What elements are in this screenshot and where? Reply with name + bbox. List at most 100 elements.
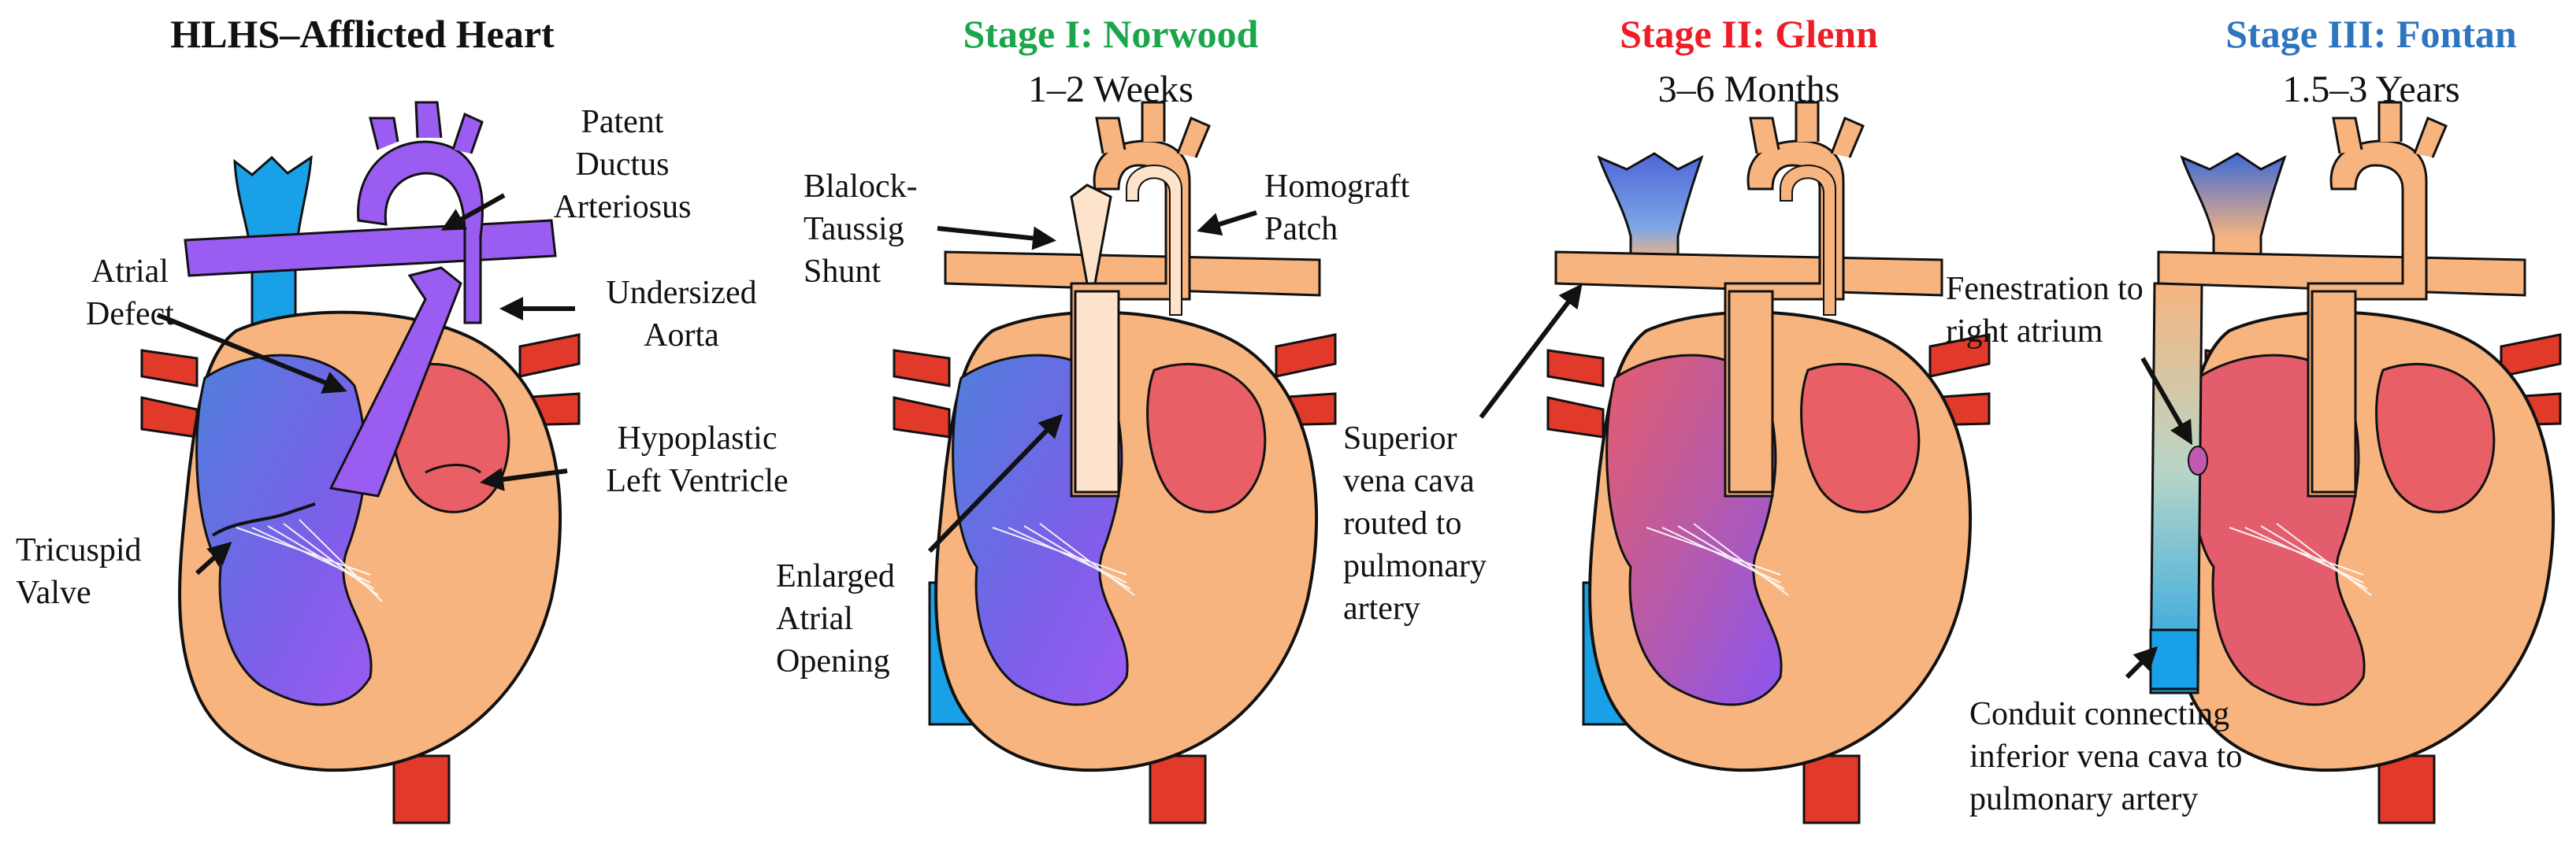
arrow-hypoplastic-lv xyxy=(480,467,568,491)
arrow-bt-shunt xyxy=(937,226,1056,250)
atrial-conduit xyxy=(2311,290,2357,494)
panel-2-arrows xyxy=(927,210,1257,554)
label-line: Hypoplastic xyxy=(617,420,778,457)
label-line: right atrium xyxy=(1946,313,2103,350)
tricuspid-valve-chords xyxy=(236,519,383,602)
label-line: Ductus xyxy=(575,146,670,183)
left-heart-chamber xyxy=(1146,362,1267,513)
label-line: Atrial xyxy=(91,254,169,290)
pulmonary-vein-left xyxy=(1546,349,1605,387)
panel-norwood-heart xyxy=(893,101,1337,824)
left-heart-chamber xyxy=(2375,362,2496,513)
label-homograft-patch: Homograft Patch xyxy=(1264,165,1438,250)
arrow-svc xyxy=(1479,283,1583,419)
arrow-tricuspid xyxy=(195,541,232,576)
inferior-vena-cava xyxy=(2149,628,2199,691)
descending-aorta-bottom xyxy=(392,754,451,824)
pulmonary-vein-right xyxy=(2500,333,2562,378)
pulmonary-vein-left xyxy=(893,349,951,387)
label-fenestration: Fenestration to right atrium xyxy=(1946,268,2206,353)
arch-branches xyxy=(369,101,484,154)
panel-hlhs-heart xyxy=(140,101,581,824)
label-fontan-conduit: Conduit connecting inferior vena cava to… xyxy=(1969,693,2332,820)
label-line: Atrial xyxy=(776,601,853,637)
label-line: Superior xyxy=(1343,420,1457,457)
panel-2-subtitle: 1–2 Weeks xyxy=(1028,69,1193,110)
label-tricuspid-valve: Tricuspid Valve xyxy=(16,529,189,614)
label-line: Shunt xyxy=(804,254,882,290)
label-line: Defect xyxy=(86,296,174,332)
label-superior-vena-cava: Superior vena cava routed to pulmonary a… xyxy=(1343,417,1524,630)
fenestration xyxy=(2188,446,2208,476)
panel-fontan-heart xyxy=(2149,101,2562,824)
superior-vena-cava xyxy=(1597,152,1704,261)
enlarged-atrial-conduit xyxy=(1074,290,1120,494)
label-line: Homograft xyxy=(1264,168,1410,205)
pulmonary-vein-left xyxy=(140,349,199,387)
panel-4-subtitle: 1.5–3 Years xyxy=(2282,69,2460,110)
arch-branches xyxy=(1749,101,1865,158)
label-line: Left Ventricle xyxy=(606,463,789,499)
ductus-arch xyxy=(357,140,484,324)
label-line: Enlarged xyxy=(776,558,895,594)
atrial-conduit xyxy=(1728,290,1774,494)
arrow-fenestration xyxy=(2140,357,2192,446)
panel-4-arrows xyxy=(2125,357,2192,680)
descending-aorta-bottom xyxy=(1149,754,1207,824)
homograft-patch xyxy=(1780,165,1836,316)
panel-4-title: Stage III: Fontan xyxy=(2225,12,2517,56)
label-line: Patent xyxy=(581,104,664,140)
left-heart-chamber xyxy=(1800,362,1921,513)
arrow-homograft xyxy=(1197,210,1257,236)
label-line: artery xyxy=(1343,591,1420,627)
tricuspid-valve-chords xyxy=(992,523,1135,596)
label-line: Aorta xyxy=(644,317,719,354)
arrow-atrial-defect xyxy=(156,313,347,394)
label-patent-ductus-arteriosus: Patent Ductus Arteriosus xyxy=(528,101,717,228)
bt-shunt xyxy=(1070,183,1112,285)
pulmonary-vein-left-2 xyxy=(1546,396,1605,439)
label-line: pulmonary xyxy=(1343,548,1487,584)
label-hypoplastic-left-ventricle: Hypoplastic Left Ventricle xyxy=(579,417,815,502)
pulmonary-vein-right xyxy=(1928,333,1991,378)
label-line: Opening xyxy=(776,643,890,680)
label-line: vena cava xyxy=(1343,463,1475,499)
panel-3-subtitle: 3–6 Months xyxy=(1657,69,1840,110)
label-blalock-taussig-shunt: Blalock- Taussig Shunt xyxy=(804,165,961,293)
label-enlarged-atrial-opening: Enlarged Atrial Opening xyxy=(776,555,934,683)
panel-1-arrows xyxy=(156,193,575,576)
label-line: Patch xyxy=(1264,211,1338,247)
panel-glenn-heart xyxy=(1546,101,1991,824)
label-line: Arteriosus xyxy=(553,189,692,225)
descending-aorta-bottom xyxy=(2377,754,2436,824)
mitral-valve xyxy=(425,464,481,474)
pulmonary-vein-right xyxy=(1275,333,1337,378)
label-line: Undersized xyxy=(606,275,757,311)
pulmonary-vein-left-2 xyxy=(893,396,951,439)
right-heart-chamber xyxy=(195,354,373,706)
label-undersized-aorta: Undersized Aorta xyxy=(583,272,780,357)
pulmonary-arteries xyxy=(944,250,1321,297)
pulmonary-arteries xyxy=(1554,250,1943,297)
label-line: Fenestration to xyxy=(1946,271,2144,307)
homograft-patch xyxy=(1126,165,1182,316)
arrow-pda xyxy=(440,193,506,231)
label-atrial-defect: Atrial Defect xyxy=(71,250,189,335)
label-line: Valve xyxy=(16,575,91,611)
label-line: routed to xyxy=(1343,505,1462,542)
label-line: Conduit connecting xyxy=(1969,696,2230,732)
panel-3-title: Stage II: Glenn xyxy=(1620,12,1878,56)
pulmonary-trunk xyxy=(328,266,462,498)
arch-branches xyxy=(2332,101,2448,158)
label-line: pulmonary artery xyxy=(1969,781,2199,817)
tricuspid-valve xyxy=(211,502,316,537)
panel-2-title: Stage I: Norwood xyxy=(963,12,1259,56)
label-line: Tricuspid xyxy=(16,532,142,568)
superior-vena-cava xyxy=(2180,152,2287,261)
label-line: Blalock- xyxy=(804,168,918,205)
pulmonary-vein-right xyxy=(518,333,581,378)
arch-branches xyxy=(1095,101,1211,158)
arrow-conduit xyxy=(2125,646,2158,680)
pulmonary-vein-left-2 xyxy=(140,396,199,439)
